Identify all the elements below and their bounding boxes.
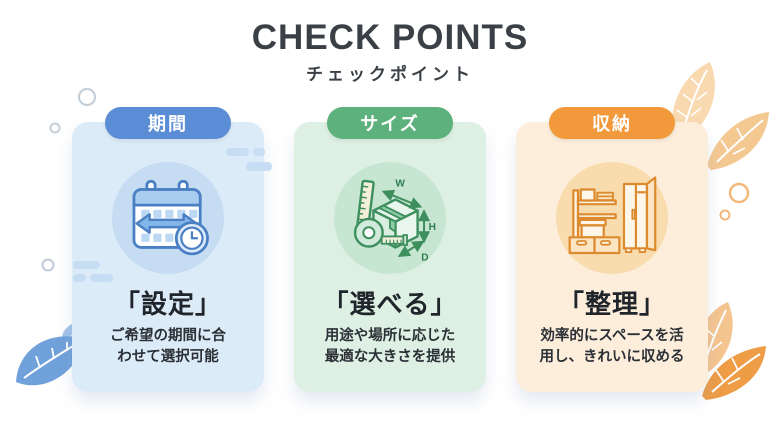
card-size: サイズ: [294, 107, 486, 392]
badge-size: サイズ: [327, 107, 453, 139]
icon-circle-storage: [556, 162, 668, 274]
badge-storage: 収納: [549, 107, 675, 139]
card-heading-period: 「設定」: [113, 289, 222, 319]
box-dimensions-measure-icon: W H D: [353, 179, 436, 263]
card-description-size: 用途や場所に応じた 最適な大きさを提供: [324, 328, 456, 365]
card-description-storage: 効率的にスペースを活 用し、きれいに収める: [539, 328, 685, 365]
dash-decoration: [73, 261, 100, 269]
calendar-range-clock-icon: [132, 179, 209, 256]
page-subtitle: チェックポイント: [306, 65, 474, 84]
dash-decoration: [90, 274, 113, 282]
dash-decoration: [73, 274, 86, 282]
circles-decoration-right: [719, 182, 750, 221]
leaf-lower: [707, 112, 769, 170]
depth-label: D: [421, 252, 428, 263]
badge-period: 期間: [105, 107, 231, 139]
circles-decoration-top-left: [49, 87, 97, 134]
wardrobe-storage-icon: [568, 176, 657, 255]
icon-circle-size: W H D: [334, 162, 446, 274]
icon-circle-period: [112, 162, 224, 274]
card-heading-size: 「選べる」: [322, 289, 458, 319]
card-description-period: ご希望の期間に合 わせて選択可能: [110, 328, 226, 365]
width-label: W: [395, 179, 405, 190]
dash-decoration: [246, 162, 272, 171]
page-title: CHECK POINTS: [251, 18, 529, 57]
dash-decoration: [253, 148, 265, 156]
card-storage: 収納: [516, 107, 708, 392]
card-period: 期間: [72, 107, 264, 392]
height-label: H: [429, 222, 436, 233]
dash-decoration: [226, 148, 249, 156]
leaf-dark: [702, 346, 766, 400]
card-heading-storage: 「整理」: [557, 289, 666, 319]
